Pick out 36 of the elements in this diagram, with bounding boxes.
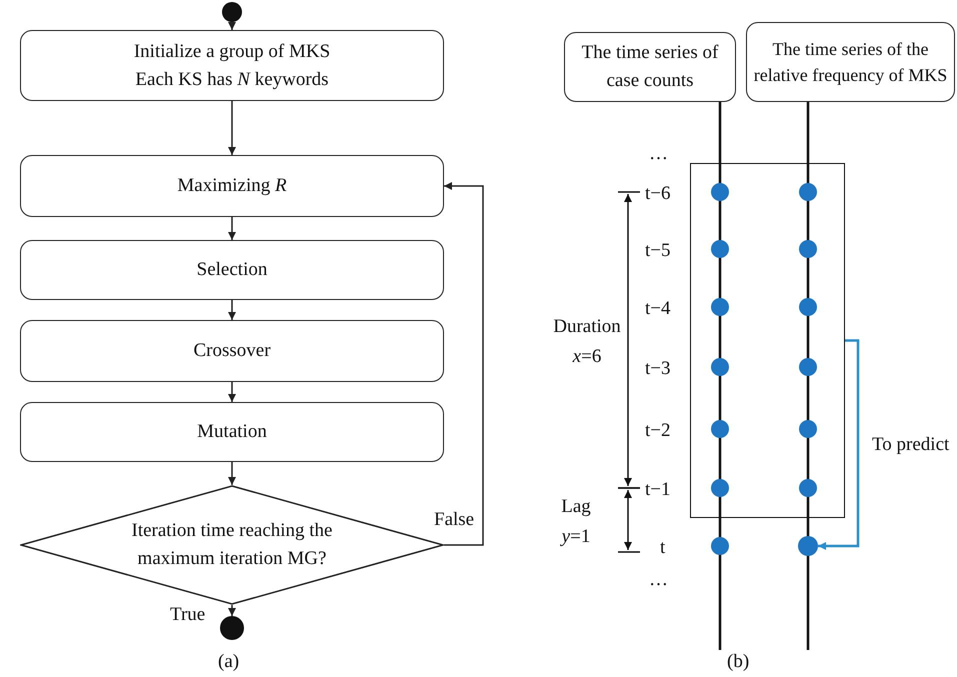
series-header-box: The time series of case counts (564, 32, 736, 102)
end-node (220, 616, 244, 640)
arrow (228, 101, 236, 155)
arrow (228, 462, 236, 485)
edge-label: False (434, 508, 474, 532)
panel-label: (b) (727, 650, 750, 674)
target-data-point (798, 536, 818, 556)
time-label: t−1 (645, 478, 670, 502)
ellipsis-mark: … (649, 568, 668, 592)
panel-label: (a) (218, 650, 240, 674)
start-node (222, 2, 242, 22)
time-label: t−6 (645, 182, 670, 206)
process-box: Initialize a group of MKS Each KS has N keywords (20, 30, 444, 101)
arrow (228, 300, 236, 320)
process-box: Crossover (20, 320, 444, 382)
arrow (228, 382, 236, 402)
window-frame (690, 163, 845, 518)
arrow (228, 22, 236, 30)
edge-label: To predict (872, 433, 950, 457)
time-label: t−3 (645, 357, 670, 381)
arrow (228, 217, 236, 240)
dimension-label: Duration x=6 (552, 315, 622, 370)
edge-label: True (170, 603, 206, 627)
series-header-box: The time series of the relative frequency of MKS (746, 22, 955, 102)
dimension-label: Lag y=1 (559, 495, 592, 550)
ellipsis-mark: … (649, 142, 668, 166)
time-label: t−5 (645, 239, 670, 263)
time-label: t−2 (645, 419, 670, 443)
time-label: t−4 (645, 297, 670, 321)
arrow (818, 339, 860, 550)
process-box: Selection (20, 240, 444, 300)
process-box: Mutation (20, 402, 444, 462)
arrow (228, 605, 236, 616)
time-label: t (660, 536, 666, 560)
arrow (444, 182, 484, 546)
process-box: Maximizing R (20, 155, 444, 217)
